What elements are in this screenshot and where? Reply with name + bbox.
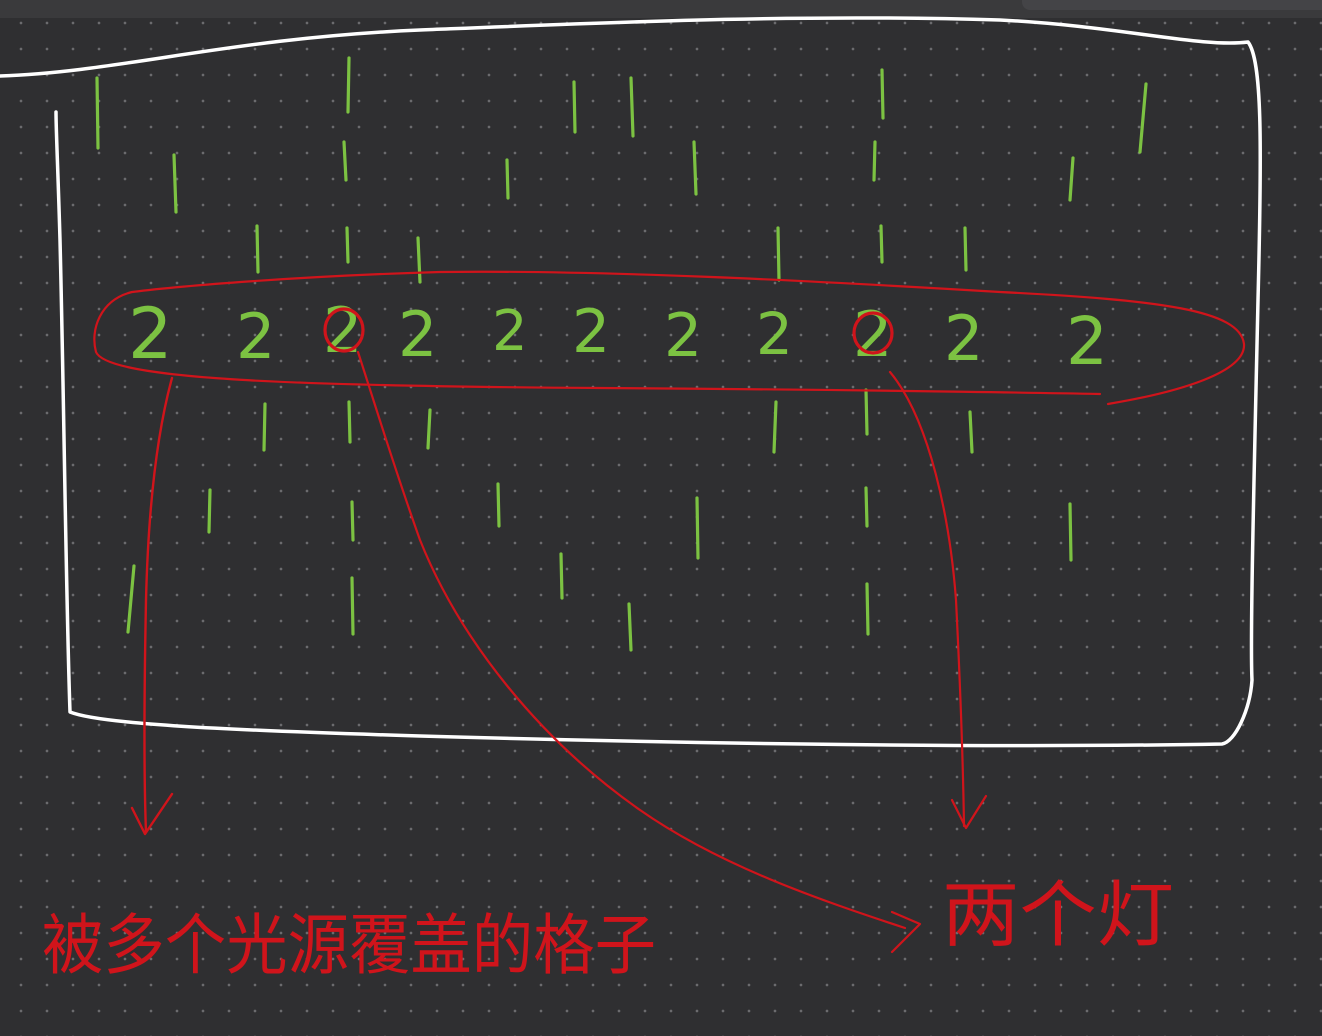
top-toolbar-strip [0, 0, 1322, 18]
cell-value: 2 [756, 300, 793, 368]
cell-value: 2 [572, 297, 610, 367]
beam-stroke [776, 226, 781, 282]
beam-stroke [345, 226, 350, 264]
beam-stroke [416, 236, 422, 284]
beam-stroke [255, 224, 260, 274]
cell-value: 2 [236, 300, 275, 373]
label-two-lights: 两个灯 [942, 873, 1174, 957]
beam-stroke [968, 410, 974, 454]
arrow-covered-cells [130, 376, 174, 836]
beam-stroke [963, 226, 968, 272]
grid-row-values: 2 2 2 2 2 2 2 2 2 2 2 [128, 293, 1108, 380]
light-source-marker [323, 307, 365, 353]
beam-stroke [207, 488, 212, 534]
cell-value: 2 [323, 294, 362, 367]
beam-stroke [695, 496, 700, 560]
cell-value: 2 [128, 293, 173, 375]
arrow-light-one [356, 350, 922, 954]
white-frame-outline [0, 16, 1263, 748]
beam-stroke [880, 68, 885, 120]
beam-stroke [559, 552, 564, 600]
top-toolbar-right [1022, 0, 1322, 10]
row-highlight-ellipse [93, 270, 1246, 406]
beam-stroke [1138, 82, 1148, 154]
arrow-light-two [888, 370, 988, 830]
beam-stroke [262, 402, 267, 452]
beam-stroke [342, 140, 348, 182]
beam-stroke [692, 140, 698, 196]
beam-stroke [864, 486, 869, 528]
beam-stroke [865, 582, 870, 636]
beam-stroke [172, 153, 178, 214]
beam-stroke [572, 80, 577, 134]
light-source-marker [852, 311, 894, 355]
beam-stroke [496, 482, 501, 528]
beam-stroke [126, 564, 136, 634]
beam-stroke [426, 408, 432, 450]
cell-value: 2 [398, 298, 437, 371]
cell-value: 2 [664, 301, 702, 371]
beam-stroke [864, 388, 869, 436]
beam-stroke [1068, 502, 1073, 562]
beam-stroke [346, 56, 351, 114]
beam-stroke [350, 576, 355, 636]
label-covered-cells: 被多个光源覆盖的格子 [42, 907, 656, 984]
beam-stroke [347, 400, 352, 444]
beam-stroke [772, 400, 778, 454]
beam-stroke [1068, 156, 1075, 202]
beam-stroke [872, 140, 877, 182]
cell-value: 2 [853, 298, 892, 371]
cell-value: 2 [492, 299, 528, 364]
beam-stroke [95, 76, 100, 150]
cell-value: 2 [1066, 303, 1108, 380]
beam-stroke [627, 602, 633, 652]
cell-value: 2 [944, 302, 983, 375]
beam-stroke [879, 224, 884, 264]
beam-stroke [350, 500, 355, 542]
beam-stroke [629, 76, 635, 138]
beam-stroke [505, 158, 510, 200]
light-beam-strokes [95, 56, 1148, 652]
